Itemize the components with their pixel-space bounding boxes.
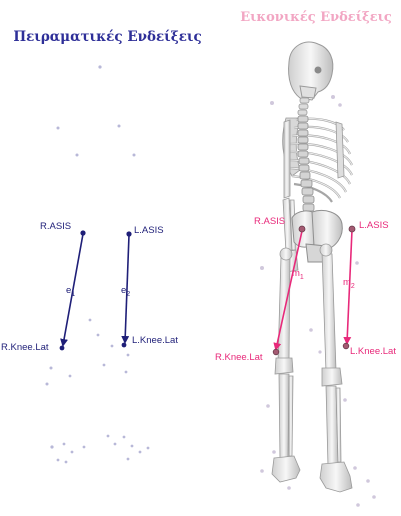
spine: [297, 115, 315, 212]
left-leg: [319, 243, 353, 493]
sternum: [335, 121, 345, 179]
cervical-spine: [297, 97, 310, 116]
right-leg: [271, 247, 301, 483]
label-virtual-l-asis: L.ASIS: [359, 220, 389, 231]
experimental-vectors: [59, 230, 132, 351]
label-e2: e2: [121, 285, 130, 298]
vector-e2: [121, 234, 130, 344]
virtual-marker-r-asis: [298, 225, 306, 233]
pelvis: [291, 210, 343, 263]
label-virtual-l-knee: L.Knee.Lat: [350, 346, 396, 357]
virtual-labels: R.ASIS L.ASIS R.Knee.Lat L.Knee.Lat m1 m…: [215, 216, 396, 363]
label-l-asis: L.ASIS: [134, 225, 164, 236]
skull: [288, 41, 334, 101]
marker-l-asis: [126, 231, 132, 237]
virtual-vectors: [272, 225, 356, 356]
title-virtual: Εικονικές Ενδείξεις: [240, 10, 392, 25]
marker-r-asis: [80, 230, 86, 236]
skeleton-model: [260, 41, 376, 507]
virtual-marker-l-knee: [342, 342, 350, 350]
virtual-marker-l-asis: [348, 225, 356, 233]
label-virtual-r-asis: R.ASIS: [254, 216, 285, 227]
title-experimental: Πειραματικές Ενδείξεις: [13, 29, 202, 45]
label-e1: e1: [66, 285, 75, 298]
label-r-knee: R.Knee.Lat: [1, 342, 49, 353]
label-m1: m1: [292, 268, 304, 281]
vector-m2: [343, 229, 353, 345]
vector-m1: [273, 230, 303, 351]
vector-e1: [60, 233, 84, 347]
label-virtual-r-knee: R.Knee.Lat: [215, 352, 263, 363]
label-l-knee: L.Knee.Lat: [132, 335, 178, 346]
virtual-marker-cloud: [260, 95, 376, 507]
virtual-marker-r-knee: [272, 348, 280, 356]
marker-l-knee: [121, 342, 127, 348]
experimental-labels: R.ASIS L.ASIS R.Knee.Lat L.Knee.Lat e1 e…: [1, 221, 178, 353]
experimental-marker-cloud: [45, 65, 150, 464]
marker-r-knee: [59, 345, 65, 351]
label-r-asis: R.ASIS: [40, 221, 71, 232]
label-m2: m2: [343, 277, 355, 290]
